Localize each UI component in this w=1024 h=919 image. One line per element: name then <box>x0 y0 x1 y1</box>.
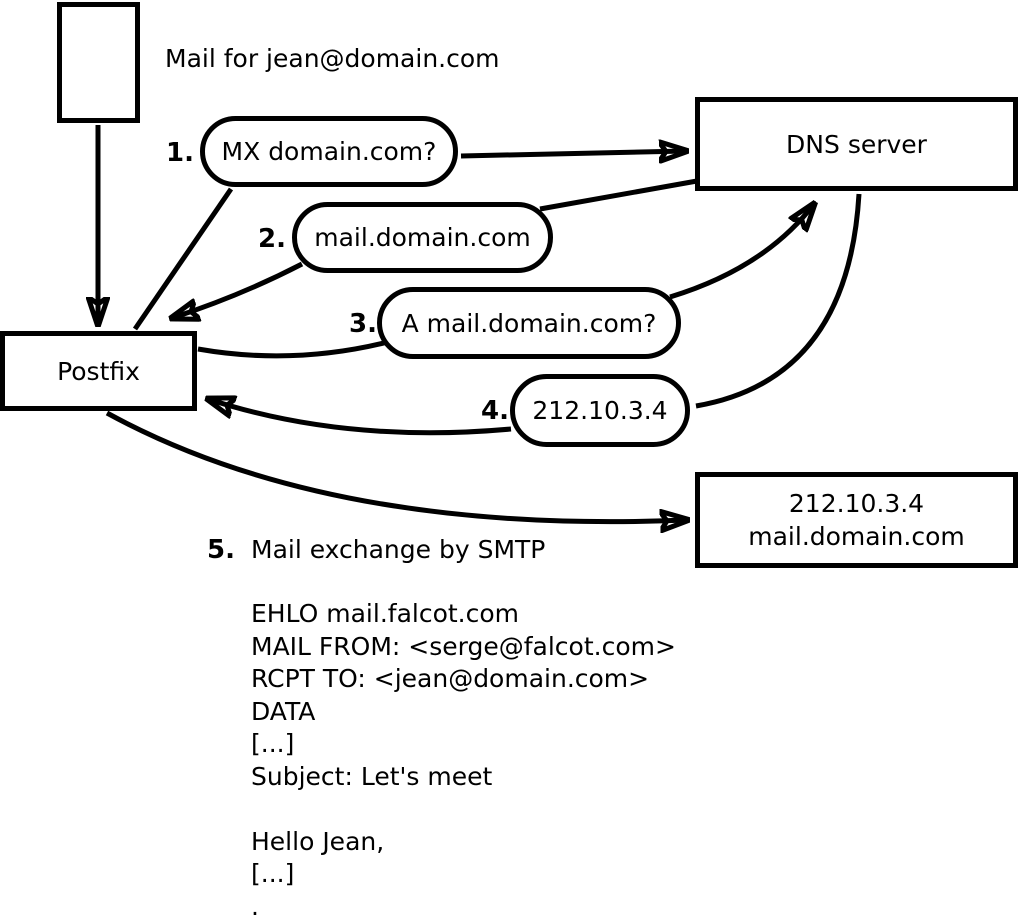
line-dns-to-reply4 <box>695 193 862 409</box>
postfix-label: Postfix <box>57 356 140 386</box>
smtp-line-blank <box>251 793 676 826</box>
query-pill-mx-label: MX domain.com? <box>221 137 437 166</box>
outgoing-mail-box <box>57 2 140 123</box>
arrow-postfix-to-mailserver <box>105 410 687 522</box>
arrow-query3-to-dns <box>669 204 814 300</box>
step-5-label: Mail exchange by SMTP <box>251 535 546 564</box>
line-postfix-to-query3 <box>197 338 393 359</box>
mail-server-ip: 212.10.3.4 <box>788 489 925 518</box>
postfix-box: Postfix <box>0 331 197 411</box>
line-postfix-to-query1 <box>132 187 234 331</box>
mail-server-box: 212.10.3.4 mail.domain.com <box>695 472 1018 568</box>
smtp-line-ellipsis-2: [...] <box>251 859 295 888</box>
smtp-line-subject: Subject: Let's meet <box>251 761 493 791</box>
smtp-line-end-dot: . <box>251 891 259 919</box>
step-number-2: 2. <box>258 224 286 254</box>
smtp-line-hello: Hello Jean, <box>251 826 385 856</box>
line-dns-to-reply2 <box>539 178 698 212</box>
arrow-reply2-to-postfix <box>172 261 304 318</box>
step-number-4: 4. <box>481 396 509 426</box>
smtp-line-ellipsis-1: [...] <box>251 729 295 758</box>
query-pill-a-label: A mail.domain.com? <box>401 308 657 338</box>
step-number-1: 1. <box>166 138 194 168</box>
query-pill-mx: MX domain.com? <box>200 116 458 187</box>
reply-pill-a: 212.10.3.4 <box>510 374 690 447</box>
reply-pill-a-label: 212.10.3.4 <box>532 396 668 425</box>
smtp-line-data: DATA <box>251 696 316 726</box>
reply-pill-mx: mail.domain.com <box>292 202 553 273</box>
query-pill-a: A mail.domain.com? <box>377 287 681 359</box>
smtp-line-ehlo: EHLO mail.falcot.com <box>251 599 520 628</box>
arrow-reply4-to-postfix <box>208 399 512 436</box>
arrow-query1-to-dns <box>460 151 686 156</box>
mail-note-label: Mail for jean@domain.com <box>165 44 500 73</box>
smtp-line-mail-from: MAIL FROM: <serge@falcot.com> <box>251 631 676 661</box>
reply-pill-mx-label: mail.domain.com <box>314 223 531 252</box>
step-number-3: 3. <box>349 309 377 339</box>
dns-server-label: DNS server <box>786 129 927 159</box>
dns-server-box: DNS server <box>695 97 1018 191</box>
smtp-line-rcpt-to: RCPT TO: <jean@domain.com> <box>251 664 650 693</box>
step-number-5: 5. <box>207 535 235 565</box>
smtp-session-transcript: EHLO mail.falcot.com MAIL FROM: <serge@f… <box>251 598 676 919</box>
mail-server-hostname: mail.domain.com <box>748 522 965 551</box>
